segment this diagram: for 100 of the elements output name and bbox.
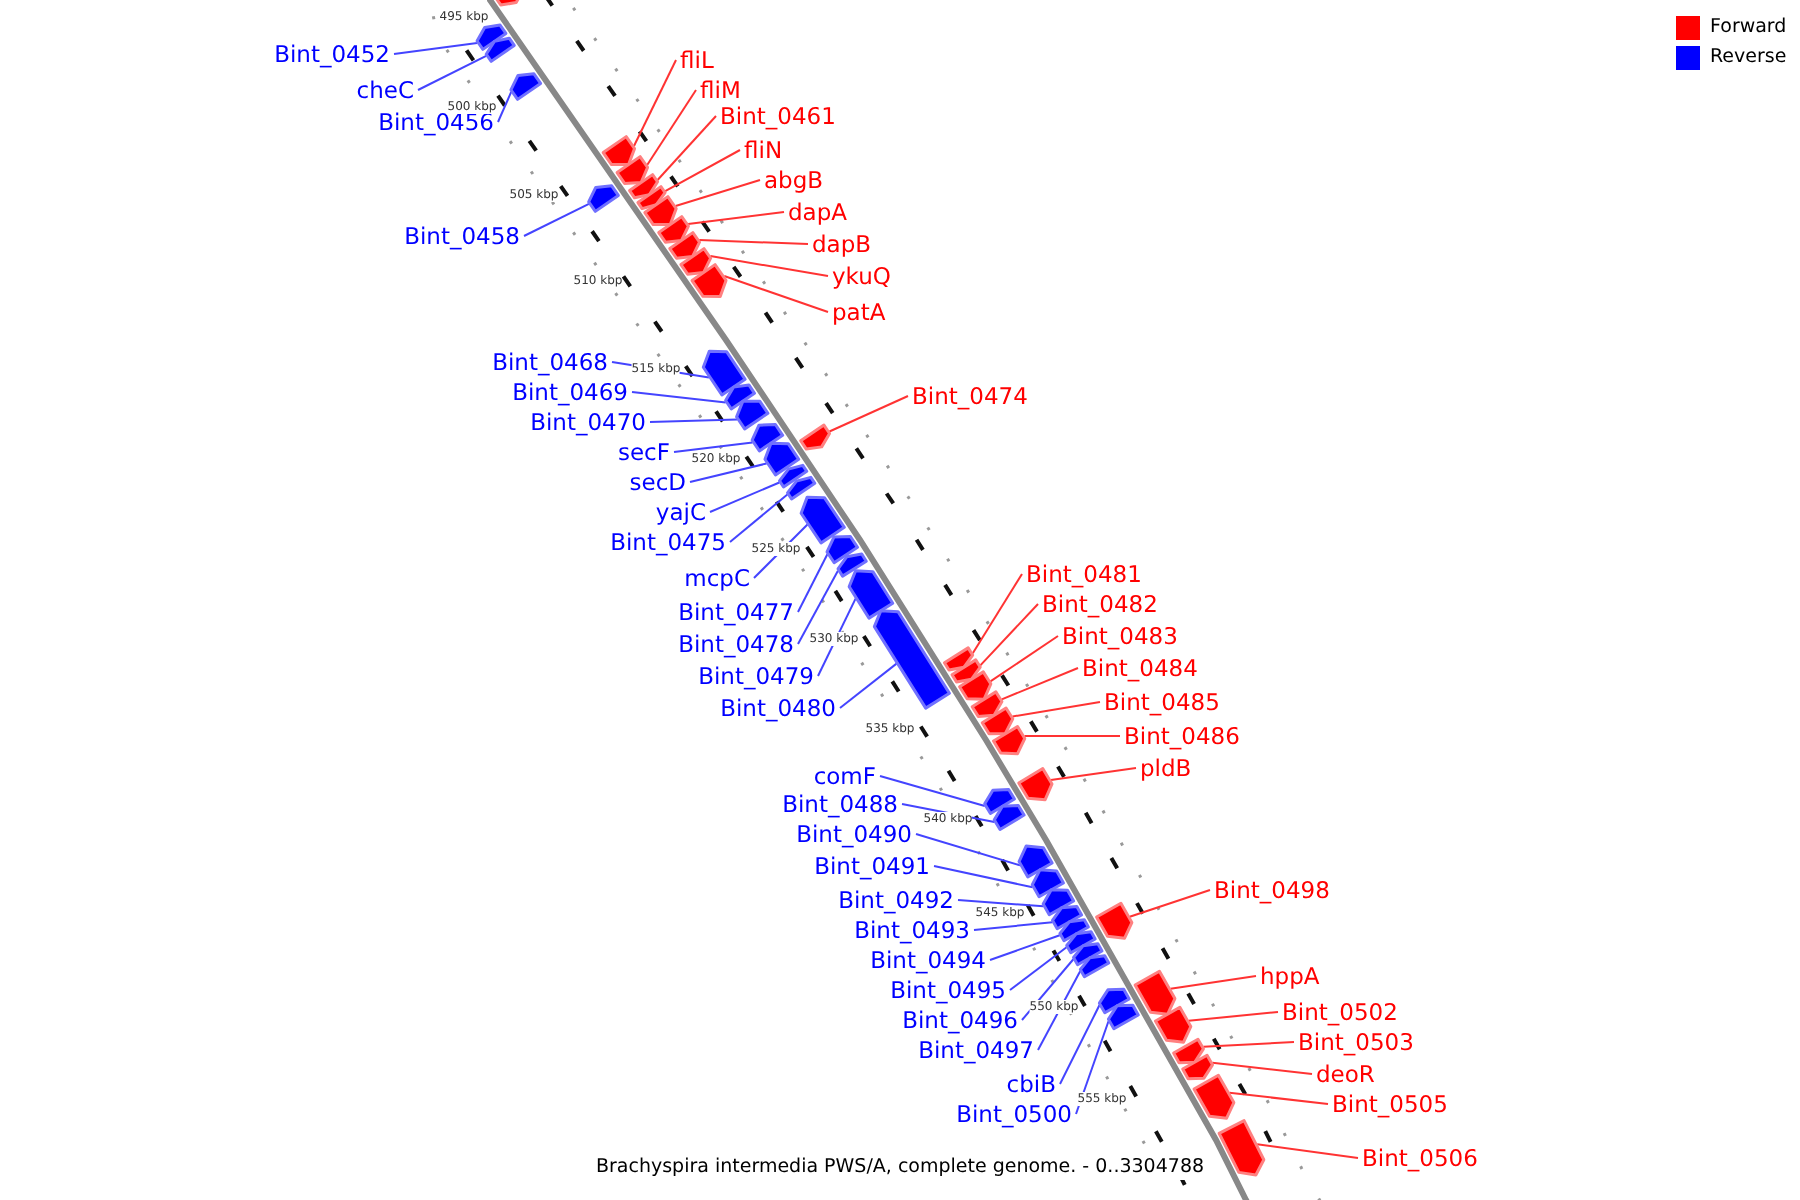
gene-feature <box>1154 1005 1193 1044</box>
gene-feature <box>958 670 993 701</box>
gene-feature <box>1065 930 1097 955</box>
leader-line <box>1202 1041 1295 1048</box>
gene-feature <box>1078 954 1111 979</box>
leader-line <box>989 934 1061 961</box>
leader-line <box>797 569 839 645</box>
leader-line <box>674 179 761 208</box>
gene-label: Bint_0491 <box>814 852 930 880</box>
leader-line <box>649 418 739 423</box>
leader-line <box>979 603 1039 667</box>
leader-line <box>723 275 829 313</box>
gene-label: Bint_0481 <box>1026 560 1142 588</box>
gene-label: yajC <box>655 498 706 526</box>
gene-label: Bint_0492 <box>838 886 954 914</box>
gene-label: Bint_0490 <box>796 820 912 848</box>
gene-feature <box>484 36 516 63</box>
gene-feature <box>643 195 678 227</box>
leader-line <box>709 255 829 277</box>
leader-line <box>633 59 677 148</box>
leader-line <box>689 462 768 483</box>
leader-line <box>1187 1011 1279 1022</box>
gene-label: secF <box>617 438 670 466</box>
leader-line <box>646 89 697 167</box>
gene-label: Bint_0458 <box>404 222 520 250</box>
gene-label: Bint_0505 <box>1332 1090 1448 1118</box>
gene-label: Bint_0485 <box>1104 688 1220 716</box>
gene-label: Bint_0506 <box>1362 1144 1478 1172</box>
leader-line <box>1011 701 1101 718</box>
gene-feature <box>1050 905 1084 931</box>
gene-label: mcpC <box>684 564 750 592</box>
leader-line <box>673 441 754 453</box>
gene-label: Bint_0474 <box>912 382 1028 410</box>
leader-line <box>933 865 1034 889</box>
gene-label: Bint_0470 <box>530 408 646 436</box>
gene-label: Bint_0461 <box>720 102 836 130</box>
gene-label: Bint_0482 <box>1042 590 1158 618</box>
gene-feature <box>1217 1119 1266 1177</box>
gene-feature <box>1017 844 1054 879</box>
gene-label: Bint_0496 <box>902 1006 1018 1034</box>
gene-label: Bint_0503 <box>1298 1028 1414 1056</box>
gene-feature <box>601 135 637 167</box>
leader-line <box>839 662 898 709</box>
gene-label: pldB <box>1140 754 1192 782</box>
leader-line <box>729 493 789 543</box>
gene-feature <box>636 185 667 211</box>
gene-label: fliL <box>680 46 714 74</box>
gene-label: Bint_0483 <box>1062 622 1178 650</box>
gene-label: hppA <box>1260 962 1320 990</box>
gene-label: fliM <box>700 76 741 104</box>
gene-label: dapB <box>812 230 872 258</box>
leader-line <box>1256 1143 1359 1159</box>
gene-label: Bint_0479 <box>698 662 814 690</box>
gene-label: cheC <box>356 76 414 104</box>
leader-line <box>417 54 488 91</box>
leader-line <box>1059 1004 1101 1085</box>
gene-feature <box>950 658 982 684</box>
leader-line <box>1023 735 1121 737</box>
leader-line <box>1009 946 1068 991</box>
leader-line <box>973 921 1054 931</box>
gene-feature <box>799 495 846 545</box>
gene-label: Bint_0493 <box>854 916 970 944</box>
caption: Brachyspira intermedia PWS/A, complete genome. - 0..3304788 <box>596 1154 1205 1180</box>
gene-feature <box>657 215 690 244</box>
leader-line <box>957 899 1045 908</box>
gene-label: fliN <box>744 136 783 164</box>
gene-feature <box>980 706 1015 736</box>
gene-feature <box>1172 1037 1205 1065</box>
gene-feature <box>983 788 1016 815</box>
leader-line <box>523 202 590 237</box>
gene-feature <box>942 646 975 672</box>
gene-feature <box>1097 987 1131 1015</box>
leader-line <box>817 597 857 677</box>
leader-line <box>1000 667 1079 701</box>
gene-feature <box>992 804 1026 831</box>
leader-line <box>1037 970 1082 1051</box>
legend-label: Forward <box>1710 16 1787 40</box>
gene-label: Bint_0469 <box>512 378 628 406</box>
leader-line <box>1021 958 1075 1021</box>
leader-line <box>631 391 727 404</box>
gene-label: Bint_0484 <box>1082 654 1198 682</box>
gene-feature <box>1106 1003 1140 1031</box>
gene-label: Bint_0494 <box>870 946 986 974</box>
gene-feature <box>1017 767 1054 802</box>
gene-label: Bint_0452 <box>274 40 390 68</box>
leader-line <box>797 553 829 613</box>
gene-feature <box>615 155 650 185</box>
gene-label: abgB <box>764 166 824 194</box>
gene-feature <box>1181 1053 1214 1081</box>
gene-feature <box>992 725 1027 756</box>
leader-line <box>687 211 785 226</box>
leader-line <box>698 239 809 245</box>
leader-line <box>1075 1020 1110 1115</box>
leader-line <box>497 90 513 123</box>
gene-feature <box>1058 918 1090 943</box>
gene-feature <box>1072 942 1104 967</box>
gene-feature <box>679 247 713 276</box>
gene-feature <box>1041 888 1076 917</box>
gene-label: Bint_0477 <box>678 598 794 626</box>
gene-feature <box>690 263 728 299</box>
